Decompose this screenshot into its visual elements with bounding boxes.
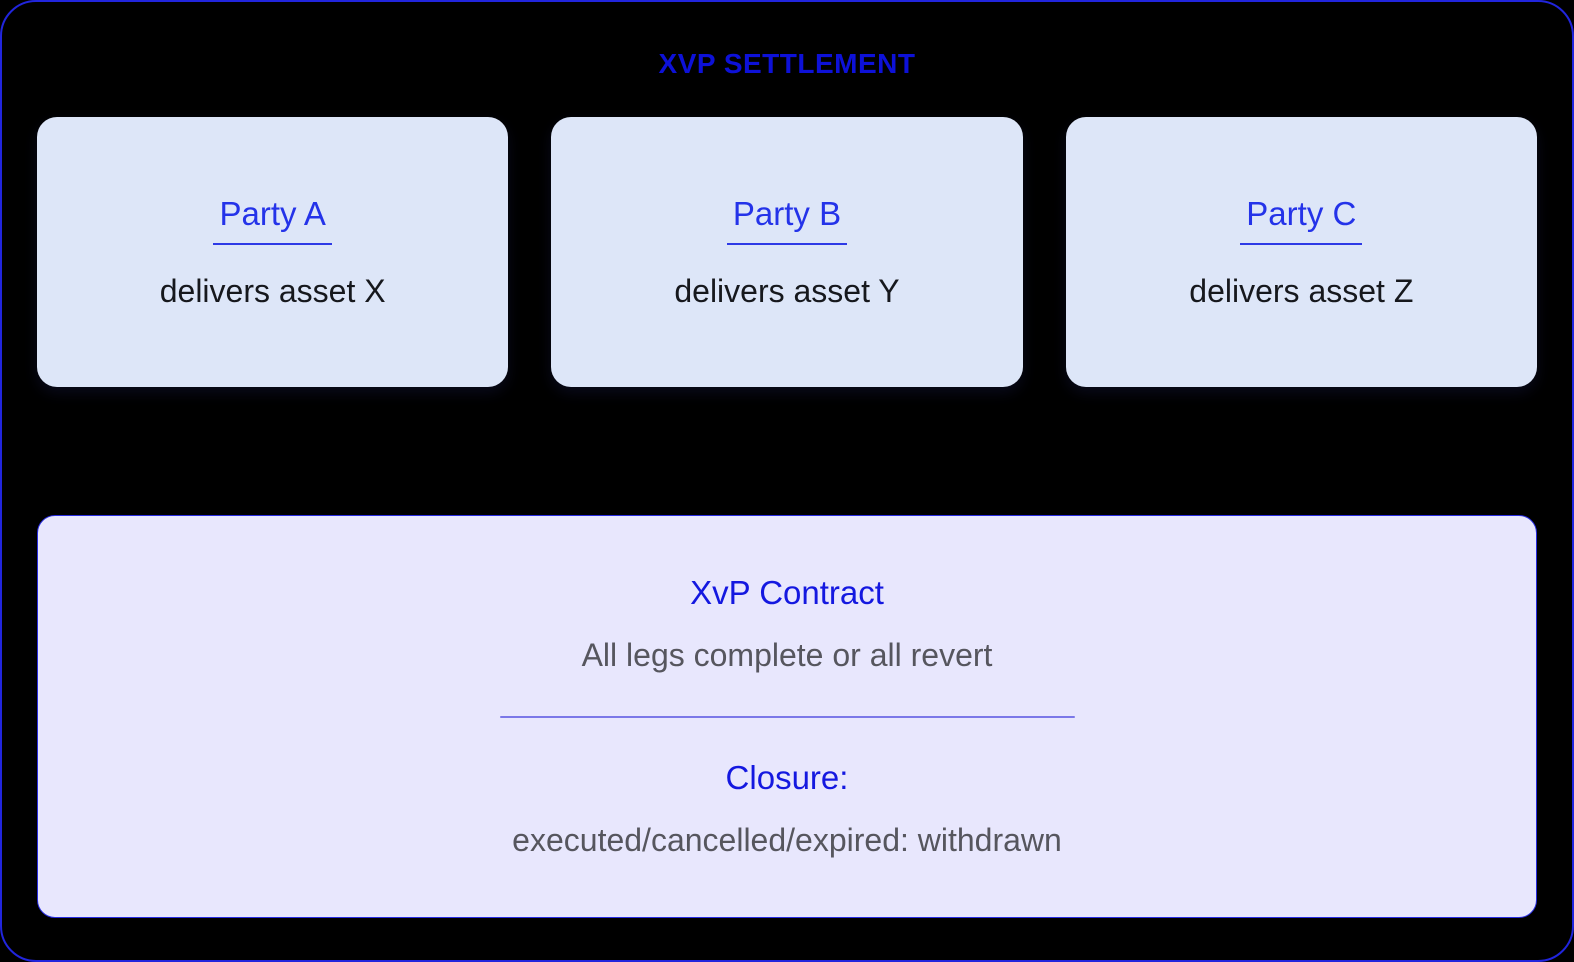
party-card-c: Party C delivers asset Z (1065, 117, 1537, 387)
party-card-a: Party A delivers asset X (37, 117, 509, 387)
parties-row: Party A delivers asset X Party B deliver… (37, 117, 1537, 387)
closure-label: Closure: (725, 759, 849, 796)
party-a-name: Party A (213, 194, 332, 245)
party-a-action: delivers asset X (159, 272, 386, 309)
party-b-name: Party B (726, 194, 848, 245)
contract-title: XvP Contract (690, 574, 884, 611)
contract-divider (499, 716, 1075, 718)
closure-detail: executed/cancelled/expired: withdrawn (512, 822, 1062, 858)
party-c-name: Party C (1240, 194, 1363, 245)
party-b-action: delivers asset Y (674, 272, 900, 309)
xvp-contract-card: XvP Contract All legs complete or all re… (37, 515, 1537, 918)
party-c-action: delivers asset Z (1189, 272, 1414, 309)
contract-rule: All legs complete or all revert (581, 637, 993, 673)
party-card-b: Party B delivers asset Y (551, 117, 1023, 387)
panel-title: XVP SETTLEMENT (658, 48, 916, 79)
